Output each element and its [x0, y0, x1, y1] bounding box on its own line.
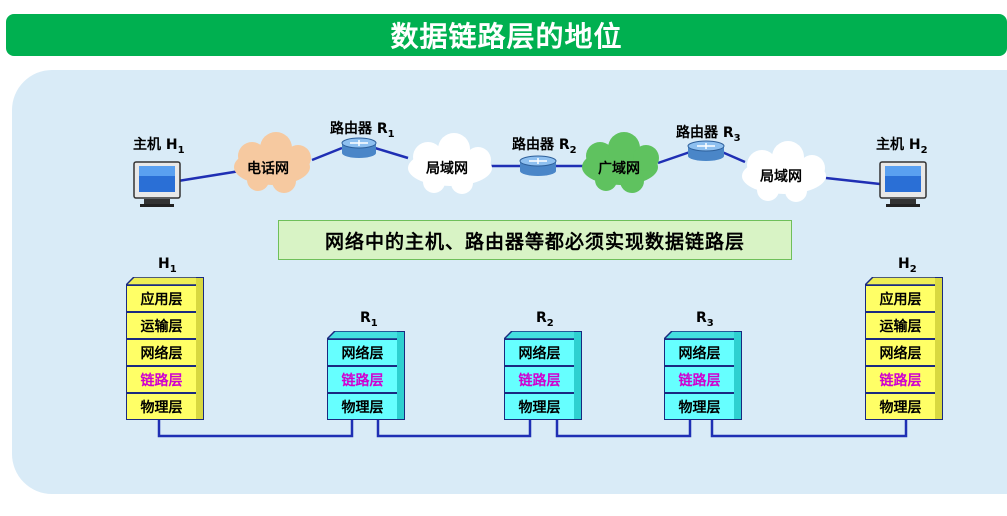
router-icon-r3	[687, 140, 725, 161]
stack-h2-label: H2	[898, 256, 917, 275]
router1-label: 路由器 R1	[330, 121, 395, 140]
cloud-phone-label: 电话网	[247, 161, 289, 177]
layer-application: 应用层	[126, 285, 196, 312]
cloud-lan1-icon	[408, 133, 492, 194]
stack-side-face	[734, 331, 742, 420]
stack-r3-label: R3	[696, 310, 714, 329]
layer-physical: 物理层	[865, 393, 935, 420]
router3-label: 路由器 R3	[676, 125, 741, 144]
cloud-phone-network-icon	[234, 132, 311, 193]
protocol-stack-h2: 应用层 运输层 网络层 链路层 物理层	[865, 277, 943, 420]
layer-network: 网络层	[126, 339, 196, 366]
host1-label: 主机 H1	[133, 137, 185, 156]
layer-network: 网络层	[327, 339, 397, 366]
layer-physical: 物理层	[126, 393, 196, 420]
cloud-wan-label: 广域网	[598, 161, 640, 177]
layer-link: 链路层	[327, 366, 397, 393]
layer-network: 网络层	[865, 339, 935, 366]
layer-transport: 运输层	[126, 312, 196, 339]
computer-icon-h1	[133, 161, 181, 207]
layer-network: 网络层	[504, 339, 574, 366]
layer-physical: 物理层	[504, 393, 574, 420]
protocol-stack-r3: 网络层 链路层 物理层	[664, 331, 742, 420]
layer-link: 链路层	[865, 366, 935, 393]
stack-r1-label: R1	[360, 310, 378, 329]
stack-side-face	[574, 331, 582, 420]
cloud-wan-icon	[582, 132, 659, 193]
statement-banner: 网络中的主机、路由器等都必须实现数据链路层	[278, 220, 792, 260]
statement-text: 网络中的主机、路由器等都必须实现数据链路层	[324, 230, 745, 253]
layer-application: 应用层	[865, 285, 935, 312]
stack-side-face	[397, 331, 405, 420]
computer-icon-h2	[879, 161, 927, 207]
cloud-lan1-label: 局域网	[426, 161, 468, 177]
layer-physical: 物理层	[664, 393, 734, 420]
layer-link: 链路层	[664, 366, 734, 393]
layer-link: 链路层	[126, 366, 196, 393]
title-bar: 数据链路层的地位	[6, 14, 1007, 56]
physical-links	[157, 420, 908, 438]
router-icon-r1	[341, 137, 377, 158]
protocol-stack-h1: 应用层 运输层 网络层 链路层 物理层	[126, 277, 204, 420]
layer-physical: 物理层	[327, 393, 397, 420]
cloud-lan2-label: 局域网	[760, 169, 802, 185]
layer-transport: 运输层	[865, 312, 935, 339]
stack-h1-label: H1	[158, 256, 177, 275]
page-title: 数据链路层的地位	[390, 20, 623, 53]
stack-r2-label: R2	[536, 310, 554, 329]
layer-network: 网络层	[664, 339, 734, 366]
router2-label: 路由器 R2	[512, 137, 577, 156]
network-links	[177, 146, 881, 186]
protocol-stack-r1: 网络层 链路层 物理层	[327, 331, 405, 420]
stack-side-face	[196, 277, 204, 420]
router-icon-r2	[519, 155, 557, 176]
cloud-lan2-icon	[742, 141, 826, 202]
stack-side-face	[935, 277, 943, 420]
host2-label: 主机 H2	[876, 137, 928, 156]
protocol-stack-r2: 网络层 链路层 物理层	[504, 331, 582, 420]
layer-link: 链路层	[504, 366, 574, 393]
